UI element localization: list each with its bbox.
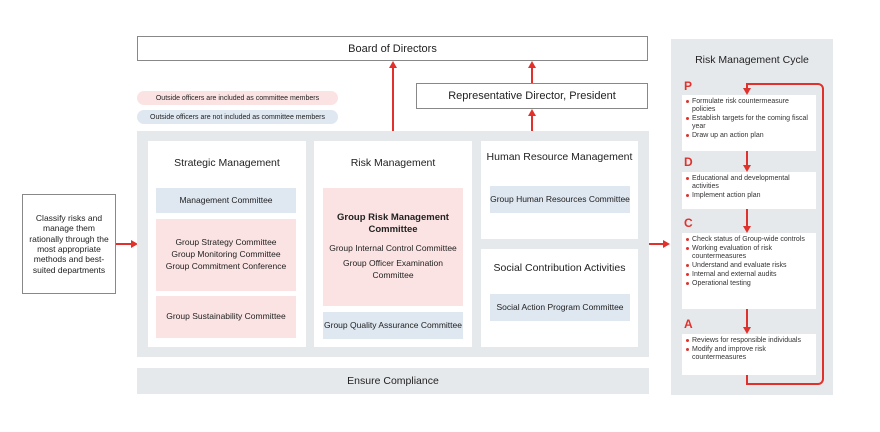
cycle-arrow-p-d-shaft (746, 151, 748, 165)
president-box: Representative Director, President (416, 83, 648, 109)
group-human-resources-label: Group Human Resources Committee (490, 193, 630, 204)
legend-not-included-label: Outside officers are not included as com… (150, 113, 325, 121)
social-contribution-column: Social Contribution Activities Social Ac… (481, 249, 638, 347)
group-quality-assurance-label: Group Quality Assurance Committee (324, 319, 462, 330)
check-item: Working evaluation of risk countermeasur… (686, 245, 812, 261)
cycle-letter-a: A (684, 317, 693, 331)
check-item: Internal and external audits (686, 271, 812, 279)
board-label: Board of Directors (348, 42, 437, 55)
arrow-president-board-head (528, 61, 536, 68)
plan-item: Establish targets for the coming fiscal … (686, 115, 812, 131)
strategic-management-column: Strategic Management Management Committe… (148, 141, 306, 347)
group-commitment-conference: Group Commitment Conference (165, 260, 287, 271)
cycle-arrow-c-a-shaft (746, 309, 748, 327)
cycle-letter-d: D (684, 155, 693, 169)
arrow-to-board-shaft (392, 68, 394, 131)
cycle-arrow-d-c-shaft (746, 209, 748, 226)
do-item: Implement action plan (686, 192, 812, 200)
ensure-compliance-bar: Ensure Compliance (137, 368, 649, 394)
management-committee: Management Committee (156, 188, 296, 213)
hr-title: Human Resource Management (486, 151, 633, 163)
cycle-loop-back-stub (746, 375, 748, 385)
cycle-letter-c: C (684, 216, 693, 230)
group-monitoring-committee: Group Monitoring Committee (171, 249, 281, 260)
cycle-step-check: Check status of Group-wide controls Work… (682, 233, 816, 309)
cycle-step-plan: Formulate risk countermeasure policies E… (682, 95, 816, 151)
do-item: Educational and developmental activities (686, 175, 812, 191)
social-action-program-committee: Social Action Program Committee (490, 294, 630, 321)
check-item: Check status of Group-wide controls (686, 236, 812, 244)
arrow-to-president-shaft (531, 116, 533, 131)
cycle-title: Risk Management Cycle (695, 54, 809, 66)
arrow-to-cycle-shaft (649, 243, 663, 245)
risk-title: Risk Management (350, 157, 436, 169)
social-title: Social Contribution Activities (493, 262, 626, 274)
ensure-compliance-label: Ensure Compliance (347, 375, 439, 387)
legend-included: Outside officers are included as committ… (137, 91, 338, 105)
act-item: Reviews for responsible individuals (686, 337, 812, 345)
group-internal-control-committee: Group Internal Control Committee (329, 242, 457, 253)
cycle-letter-p: P (684, 79, 693, 93)
arrow-input-shaft (116, 243, 131, 245)
strategy-committees-group: Group Strategy Committee Group Monitorin… (156, 219, 296, 291)
arrow-president-board-shaft (531, 68, 533, 83)
human-resource-column: Human Resource Management Group Human Re… (481, 141, 638, 239)
cycle-step-do: Educational and developmental activities… (682, 172, 816, 209)
group-sustainability-committee: Group Sustainability Committee (156, 296, 296, 338)
group-officer-examination-committee: Group Officer Examination Committee (343, 258, 443, 281)
plan-item: Draw up an action plan (686, 132, 812, 140)
cycle-arrow-into-plan-head (743, 88, 751, 95)
classify-risks-box: Classify risks and manage them rationall… (22, 194, 116, 294)
group-quality-assurance-committee: Group Quality Assurance Committee (323, 312, 463, 339)
board-of-directors-box: Board of Directors (137, 36, 648, 61)
arrow-to-board-head (389, 61, 397, 68)
social-action-program-label: Social Action Program Committee (496, 301, 624, 312)
group-risk-management-title: Group Risk Management Committee (337, 211, 449, 236)
arrow-input-head (131, 240, 138, 248)
arrow-to-president-head (528, 109, 536, 116)
cycle-loop-back-arrow (746, 83, 824, 385)
president-label: Representative Director, President (448, 90, 616, 102)
cycle-arrow-p-d-head (743, 165, 751, 172)
cycle-step-act: Reviews for responsible individuals Modi… (682, 334, 816, 375)
management-committee-label: Management Committee (179, 194, 273, 205)
risk-management-column: Risk Management Group Risk Management Co… (314, 141, 472, 347)
group-risk-management-committee: Group Risk Management Committee Group In… (323, 188, 463, 306)
check-item: Understand and evaluate risks (686, 262, 812, 270)
legend-included-label: Outside officers are included as committ… (155, 94, 320, 102)
strategic-title: Strategic Management (174, 157, 280, 169)
arrow-to-cycle-head (663, 240, 670, 248)
cycle-arrow-c-a-head (743, 327, 751, 334)
plan-item: Formulate risk countermeasure policies (686, 98, 812, 114)
group-human-resources-committee: Group Human Resources Committee (490, 186, 630, 213)
group-sustainability-label: Group Sustainability Committee (166, 311, 286, 322)
act-item: Modify and improve risk countermeasures (686, 346, 812, 362)
classify-risks-label: Classify risks and manage them rationall… (29, 212, 109, 275)
group-strategy-committee: Group Strategy Committee (175, 237, 277, 248)
check-item: Operational testing (686, 280, 812, 288)
legend-not-included: Outside officers are not included as com… (137, 110, 338, 124)
cycle-arrow-d-c-head (743, 226, 751, 233)
